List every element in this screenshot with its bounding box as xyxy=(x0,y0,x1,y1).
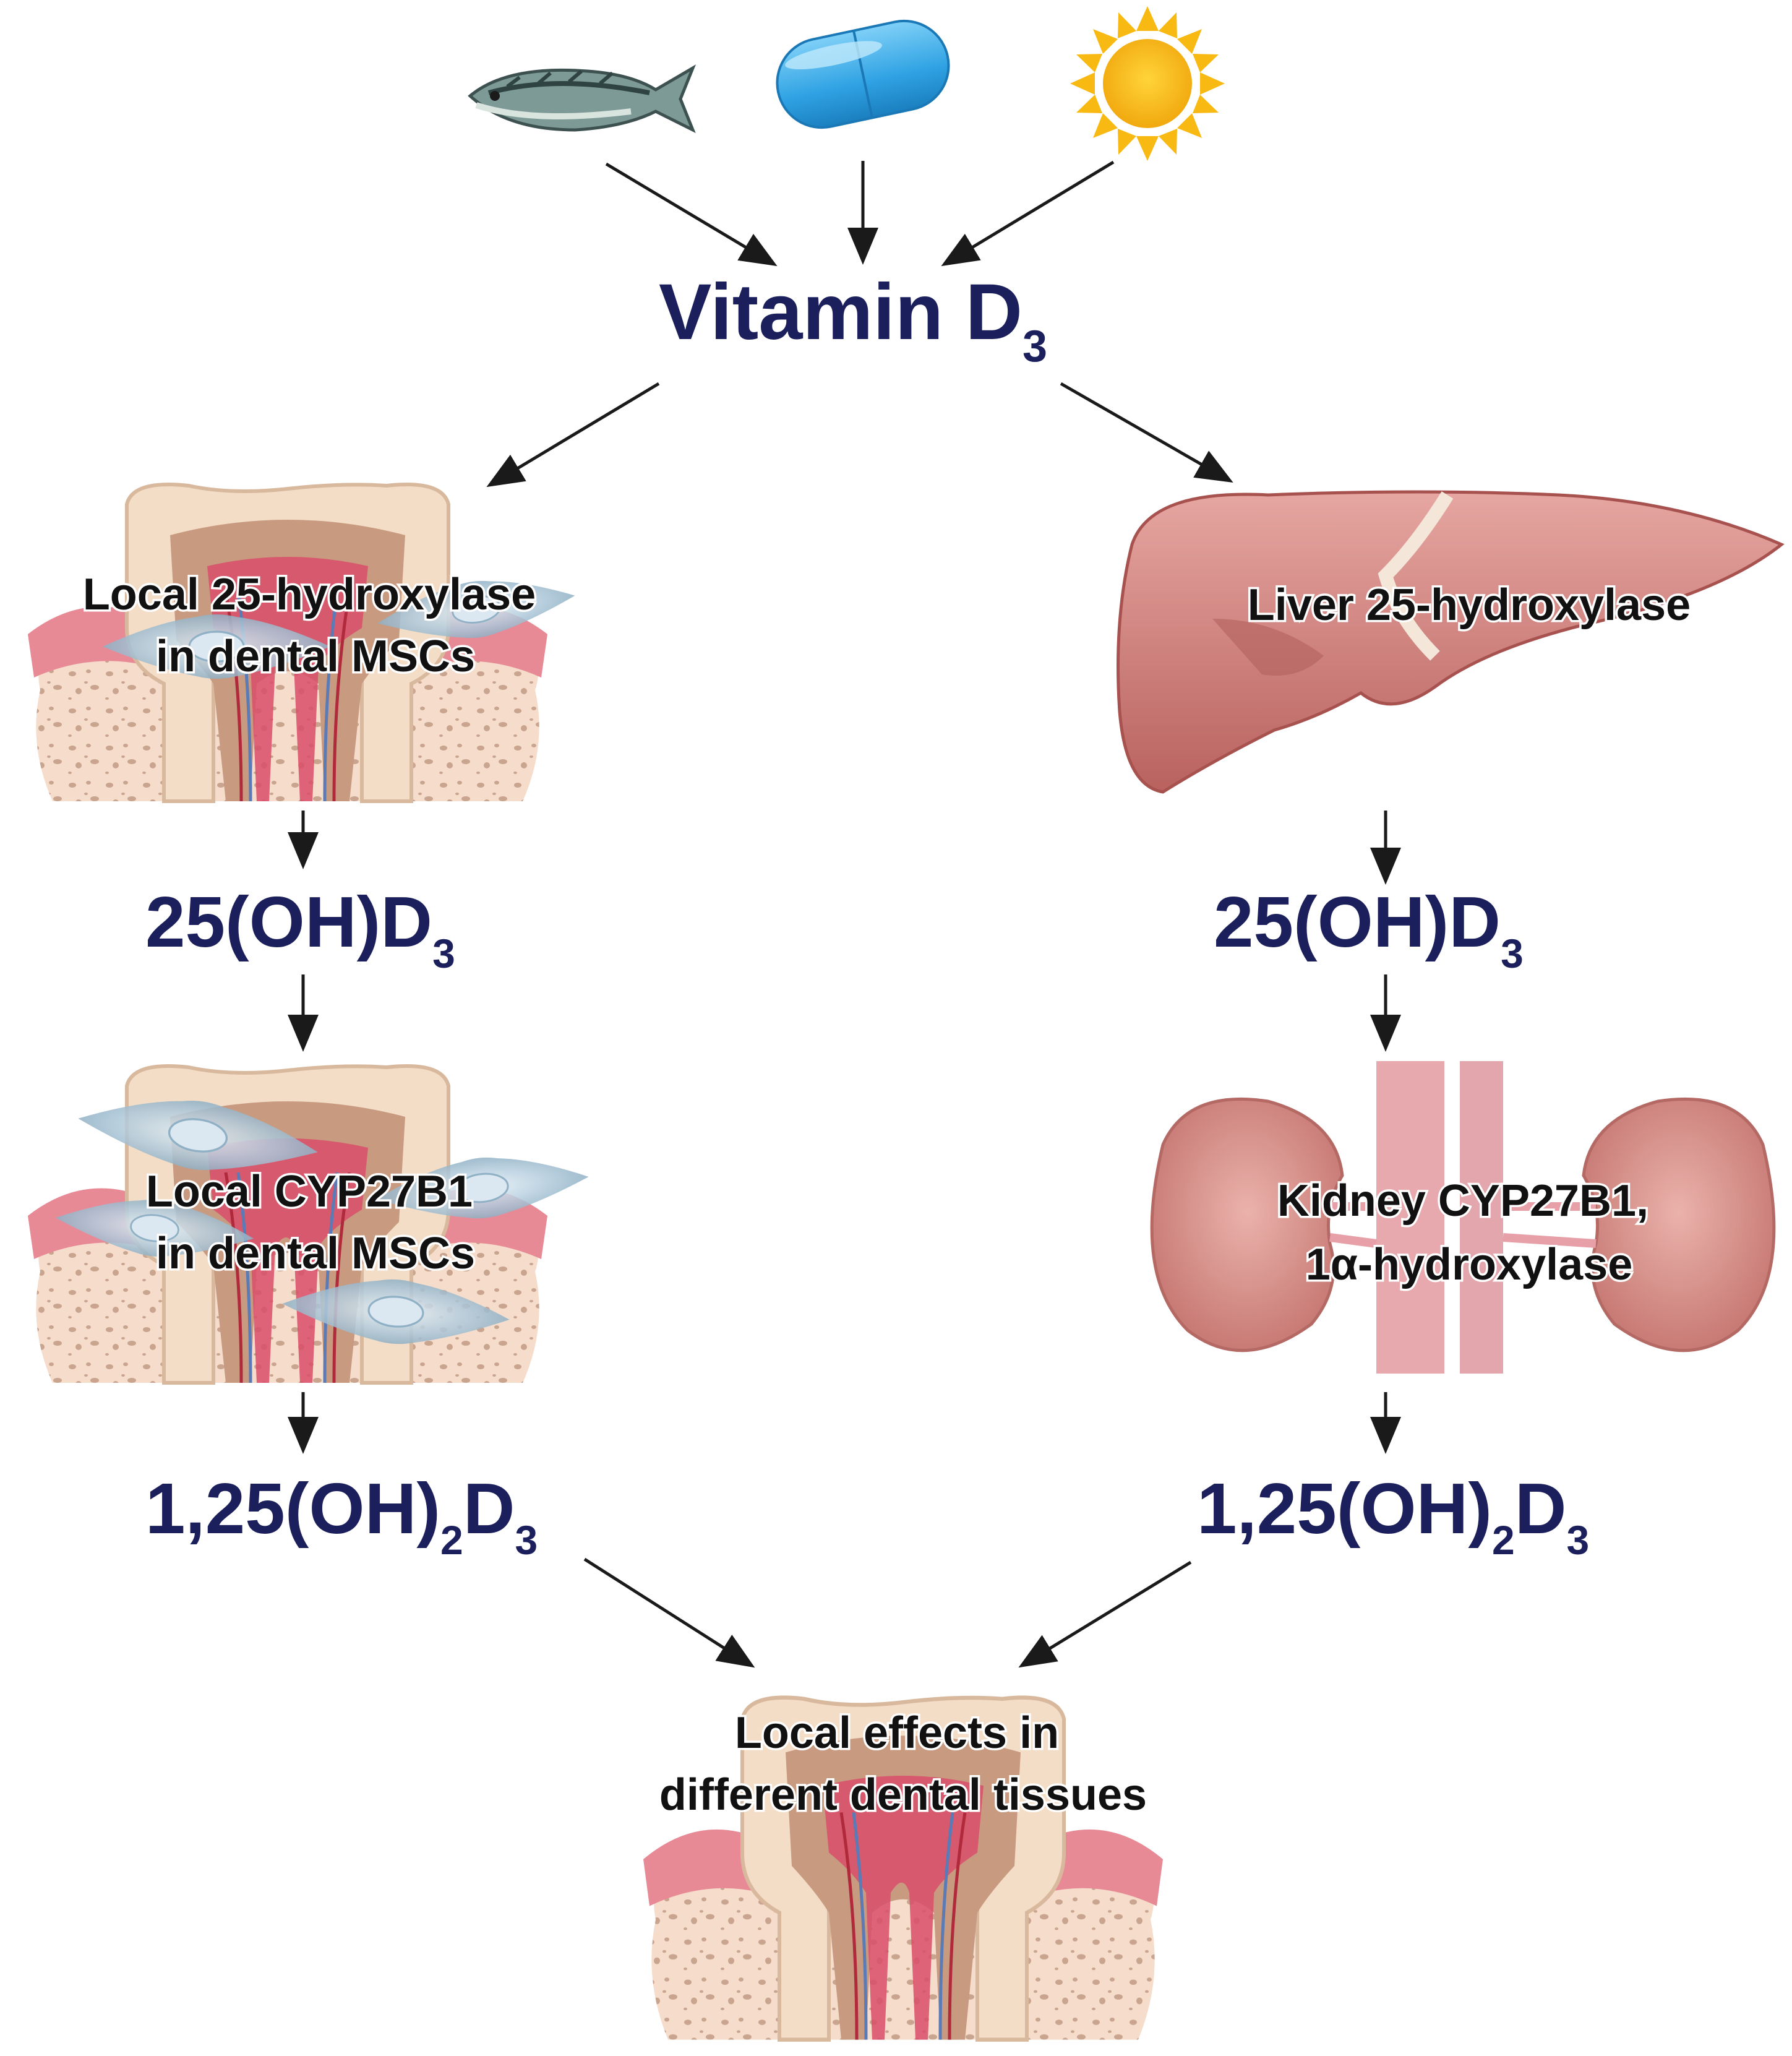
outcome-label: Local effects in different dental tissue… xyxy=(659,1708,1147,1820)
sun-icon xyxy=(1070,6,1225,161)
right-125oh2d3-sub1: 2 xyxy=(1492,1517,1515,1563)
left-step1-label: Local 25-hydroxylase in dental MSCs xyxy=(83,570,548,681)
fish-icon xyxy=(468,64,697,134)
right-step2-label-line1: Kidney CYP27B1, xyxy=(1277,1176,1648,1226)
left-step1-label-line1: Local 25-hydroxylase xyxy=(83,570,536,619)
left-25ohd3-main: 25(OH)D xyxy=(145,882,432,962)
right-125oh2d3-mid: D xyxy=(1515,1468,1567,1549)
left-125oh2d3-mid: D xyxy=(463,1468,515,1549)
capsule-icon xyxy=(776,19,950,129)
arrows xyxy=(288,160,1401,1668)
kidney-image xyxy=(1150,1061,1776,1374)
outcome-label-line1: Local effects in xyxy=(735,1708,1059,1758)
arrow-left-to-outcome xyxy=(583,1557,755,1668)
arrow-right-to-outcome xyxy=(1018,1560,1192,1668)
vitamin-d3-title-main: Vitamin D xyxy=(659,268,1022,356)
outcome-label-line2: different dental tissues xyxy=(659,1770,1147,1820)
right-125oh2d3: 1,25(OH)2D3 xyxy=(1197,1468,1589,1563)
right-step2-label-line2: 1α-hydroxylase xyxy=(1306,1240,1633,1289)
right-step1-label-line1: Liver 25-hydroxylase xyxy=(1248,580,1691,630)
left-step2-label-line1: Local CYP27B1 xyxy=(146,1167,473,1216)
arrow-vitd-to-liver xyxy=(1060,382,1233,483)
left-25ohd3: 25(OH)D3 xyxy=(145,882,455,976)
left-25ohd3-sub: 3 xyxy=(432,931,455,976)
vitamin-d3-title-sub: 3 xyxy=(1022,322,1047,371)
arrow-fish-to-vitd xyxy=(605,162,778,267)
left-125oh2d3-sub2: 3 xyxy=(515,1517,538,1563)
left-125oh2d3-pre: 1,25(OH) xyxy=(145,1468,440,1549)
vitamin-d3-title: Vitamin D3 xyxy=(659,268,1047,371)
left-step2-label-line2: in dental MSCs xyxy=(156,1229,475,1278)
right-25ohd3: 25(OH)D3 xyxy=(1214,882,1524,976)
arrow-vitd-to-local xyxy=(486,382,660,488)
arrow-sun-to-vitd xyxy=(941,160,1115,267)
left-125oh2d3-sub1: 2 xyxy=(440,1517,463,1563)
right-step1-label: Liver 25-hydroxylase xyxy=(1248,580,1691,630)
right-25ohd3-sub: 3 xyxy=(1501,931,1524,976)
left-step2-tooth-image xyxy=(28,1066,593,1383)
right-25ohd3-main: 25(OH)D xyxy=(1214,882,1501,962)
liver-image xyxy=(1117,490,1785,794)
left-step2-label: Local CYP27B1 in dental MSCs xyxy=(146,1167,485,1278)
right-125oh2d3-pre: 1,25(OH) xyxy=(1197,1468,1492,1549)
left-step1-label-line2: in dental MSCs xyxy=(156,632,475,681)
right-step2-label: Kidney CYP27B1, 1α-hydroxylase xyxy=(1277,1176,1661,1289)
right-125oh2d3-sub2: 3 xyxy=(1567,1517,1590,1563)
left-125oh2d3: 1,25(OH)2D3 xyxy=(145,1468,538,1563)
